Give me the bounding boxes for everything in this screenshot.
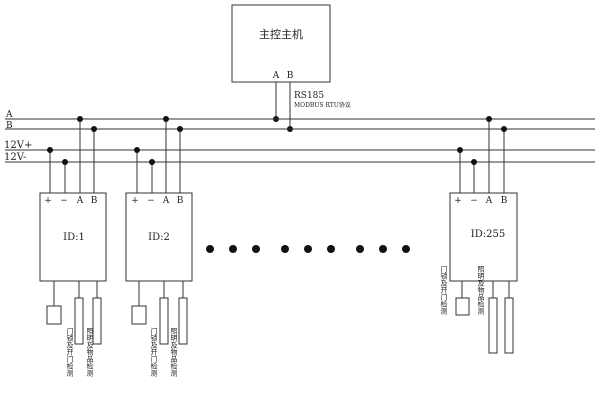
node-2-pin-pos: +	[131, 196, 139, 206]
node-2-junction-a	[163, 116, 169, 122]
ellipsis-dot	[356, 245, 364, 253]
host-box	[231, 4, 331, 83]
ellipsis-dot	[206, 245, 214, 253]
node-1-sensor-1	[74, 297, 84, 345]
ellipsis	[206, 245, 410, 253]
node-1-pin-a: A	[76, 196, 84, 206]
node-1-junction-neg	[62, 159, 68, 165]
module-2: + − A B ID:2 门锁及开门检测 照明及物品检测	[125, 116, 193, 378]
host-controller: 主控主机 A B RS185 MODBUS RTU协议	[231, 4, 351, 132]
node-1-junction-pos	[47, 147, 53, 153]
node-2-junction-pos	[134, 147, 140, 153]
bus-label-pos: 12V+	[4, 140, 32, 151]
node-255-left-text: 门锁及开门检测	[440, 265, 448, 316]
node-2-box	[125, 192, 193, 282]
node-255-junction-a	[486, 116, 492, 122]
node-1-left-text: 门锁及开门检测	[66, 327, 74, 378]
node-1-junction-b	[91, 126, 97, 132]
node-255-sensor-1	[488, 297, 498, 354]
node-255-junction-neg	[471, 159, 477, 165]
node-1-box	[39, 192, 107, 282]
bus-label-b: B	[6, 121, 13, 131]
bus-label-a: A	[5, 110, 13, 120]
ellipsis-dot	[252, 245, 260, 253]
node-255-pin-b: B	[501, 196, 508, 206]
node-255-right-text: 照明及物品检测	[477, 266, 485, 316]
host-pin-b: B	[287, 71, 294, 81]
node-255-pin-a: A	[485, 196, 493, 206]
bus-label-neg: 12V-	[4, 152, 26, 163]
node-1-junction-a	[77, 116, 83, 122]
node-1-right-text: 照明及物品检测	[86, 328, 94, 378]
node-2-pin-b: B	[177, 196, 184, 206]
ellipsis-dot	[281, 245, 289, 253]
node-2-lock-device	[131, 305, 147, 325]
node-2-pin-a: A	[162, 196, 170, 206]
node-2-sensor-1	[159, 297, 169, 345]
node-255-sensor-2	[504, 297, 514, 354]
ellipsis-dot	[379, 245, 387, 253]
node-2-junction-neg	[149, 159, 155, 165]
node-1-pin-neg: −	[60, 196, 68, 206]
ellipsis-dot	[327, 245, 335, 253]
host-pin-a: A	[272, 71, 280, 81]
ellipsis-dot	[402, 245, 410, 253]
node-1-lock-device	[46, 305, 62, 325]
node-1-sensor-2	[92, 297, 102, 345]
node-255-junction-b	[501, 126, 507, 132]
bus-lines: A B 12V+ 12V-	[4, 110, 595, 163]
node-2-left-text: 门锁及开门检测	[150, 327, 158, 378]
node-2-pin-neg: −	[147, 196, 155, 206]
node-255-box	[449, 192, 518, 282]
module-255: + − A B ID:255 门锁及开门检测 照明及物品检测	[440, 116, 518, 354]
host-label: 主控主机	[259, 27, 303, 41]
node-2-right-text: 照明及物品检测	[170, 328, 178, 378]
node-2-sensor-2	[178, 297, 188, 345]
ellipsis-dot	[304, 245, 312, 253]
node-255-junction-pos	[457, 147, 463, 153]
node-2-junction-b	[177, 126, 183, 132]
bus-protocol-note: MODBUS RTU协议	[294, 101, 351, 109]
node-255-pin-neg: −	[470, 196, 478, 206]
module-1: + − A B ID:1 门锁及开门检测 照明及物品检测	[39, 116, 107, 378]
bus-protocol: RS185	[294, 91, 324, 101]
node-1-pin-pos: +	[44, 196, 52, 206]
node-2-id: ID:2	[148, 232, 170, 243]
ellipsis-dot	[229, 245, 237, 253]
node-255-lock-device	[455, 297, 470, 316]
node-1-pin-b: B	[91, 196, 98, 206]
node-1-id: ID:1	[63, 232, 85, 243]
node-255-pin-pos: +	[454, 196, 462, 206]
node-255-id: ID:255	[471, 229, 505, 240]
